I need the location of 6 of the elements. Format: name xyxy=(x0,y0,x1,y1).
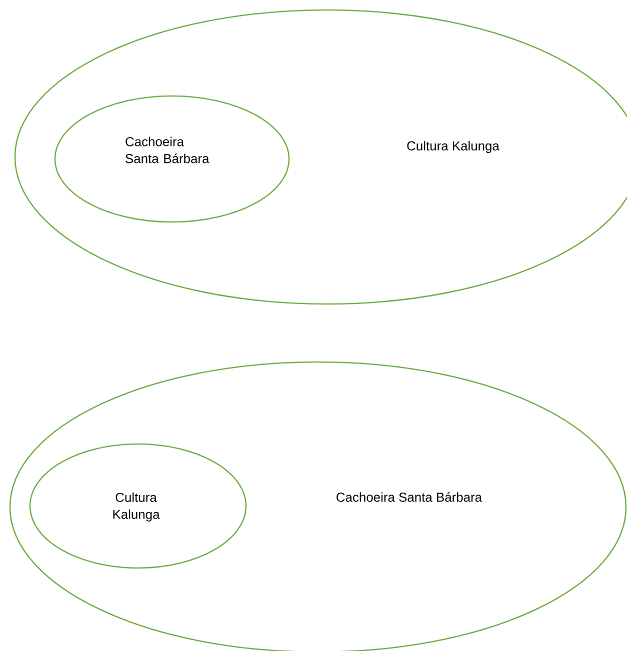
ellipse-label: Cachoeira Santa Bárbara xyxy=(336,492,482,502)
ellipse-label: Cultura Kalunga xyxy=(407,140,500,154)
ellipse xyxy=(54,95,290,223)
ellipse xyxy=(29,443,247,569)
ellipse-label: Cultura Kalunga xyxy=(113,492,160,522)
ellipse-label: Cachoeira Santa Bárbara xyxy=(126,136,210,164)
